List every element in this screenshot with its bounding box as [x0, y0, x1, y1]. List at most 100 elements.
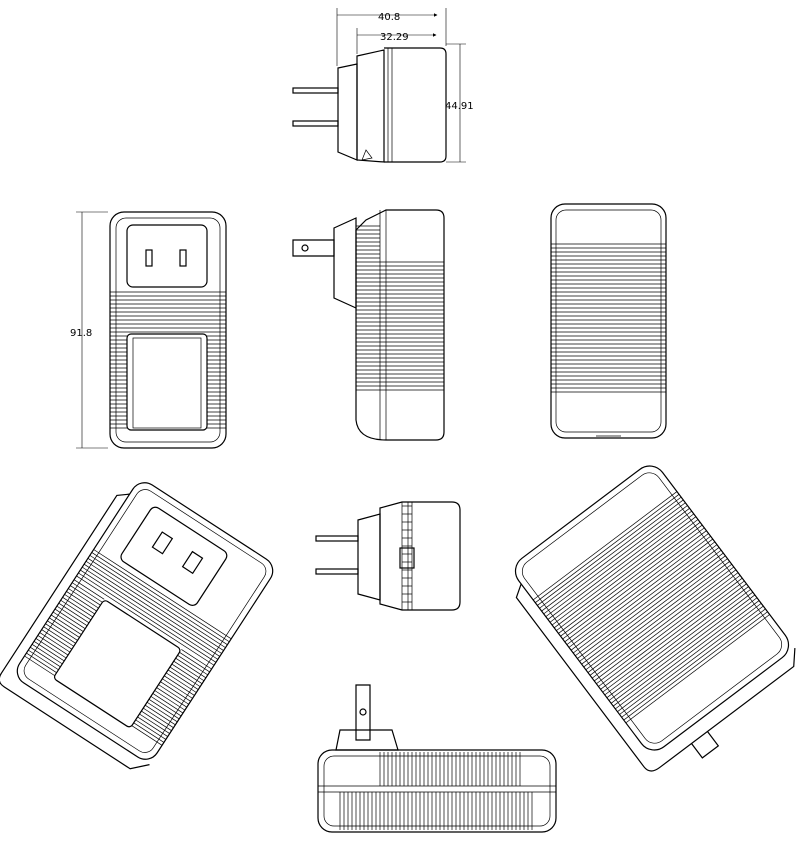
rib-line: [148, 699, 180, 720]
rib-line: [37, 635, 69, 656]
rib-line: [623, 611, 768, 721]
rib-line: [70, 585, 101, 606]
rib-line: [606, 589, 751, 698]
rib-line: [58, 602, 90, 624]
rib-line: [564, 533, 709, 643]
rib-line: [537, 496, 682, 606]
rib-line: [54, 608, 86, 629]
rib-line: [173, 660, 205, 682]
rib-line: [543, 505, 688, 615]
rib-line: [541, 502, 686, 612]
rib-line: [165, 672, 197, 693]
rib-line: [532, 491, 678, 601]
rib-line: [156, 687, 188, 708]
rib-line: [577, 549, 722, 659]
rib-line: [608, 591, 753, 701]
rib-line: [598, 577, 743, 687]
rib-line: [556, 522, 701, 631]
dimension-body-depth: 32.29: [380, 32, 409, 43]
rib-line: [572, 544, 718, 654]
rib-line: [45, 623, 76, 644]
rib-line: [150, 696, 182, 717]
front-view: 91.8: [70, 211, 227, 449]
rib-line: [87, 558, 226, 648]
rib-line: [591, 569, 737, 679]
rib-line: [68, 588, 99, 609]
rib-line: [91, 552, 230, 643]
rib-line: [549, 513, 694, 623]
rib-line: [131, 725, 163, 746]
rib-line: [133, 722, 165, 743]
rib-line: [62, 597, 93, 618]
rib-line: [545, 508, 690, 617]
rib-line: [83, 563, 222, 654]
rib-line: [181, 649, 212, 670]
rib-line: [164, 675, 195, 696]
rib-line: [610, 594, 756, 704]
rib-line: [43, 626, 74, 647]
rib-line: [554, 519, 699, 629]
top-side-view: 40.8 32.29 44.91: [292, 8, 474, 163]
rib-line: [625, 614, 770, 724]
rib-line: [30, 646, 61, 668]
rib-line: [562, 530, 707, 640]
dimension-front-height: 91.8: [70, 328, 92, 339]
rib-line: [49, 617, 80, 638]
rib-line: [78, 572, 217, 663]
rib-line: [179, 652, 210, 673]
rib-line: [85, 560, 224, 651]
rib-line: [596, 575, 741, 685]
rib-line: [158, 684, 189, 705]
rib-line: [152, 693, 184, 714]
rib-line: [73, 579, 105, 600]
rib-line: [154, 690, 186, 711]
rib-line: [171, 663, 203, 684]
rib-line: [33, 641, 65, 662]
rib-line: [143, 707, 174, 729]
rib-line: [41, 629, 73, 650]
rib-line: [551, 516, 697, 626]
rib-line: [587, 563, 732, 673]
middle-side-view: [292, 209, 445, 441]
rib-line: [31, 643, 63, 665]
rib-line: [139, 713, 170, 734]
dimension-overall-depth: 40.8: [378, 12, 400, 23]
rib-line: [535, 494, 680, 603]
rib-line: [581, 555, 726, 665]
rib-line: [560, 527, 705, 637]
rib-line: [141, 710, 172, 731]
rib-line: [604, 586, 749, 696]
rib-line: [547, 510, 692, 620]
rib-line: [60, 599, 92, 621]
rib-line: [82, 566, 220, 657]
rib-line: [615, 600, 760, 710]
rib-line: [579, 552, 724, 662]
rib-line: [613, 597, 758, 707]
left-isometric-view: [0, 482, 274, 770]
rib-line: [28, 649, 59, 671]
rib-line: [39, 632, 71, 653]
rib-line: [80, 569, 219, 660]
rib-line: [66, 591, 97, 612]
rib-line: [602, 583, 747, 693]
rib-line: [26, 652, 57, 673]
rib-line: [47, 620, 78, 641]
rib-line: [35, 638, 67, 659]
rib-line: [594, 572, 739, 682]
rib-line: [160, 681, 191, 702]
rib-line: [621, 608, 766, 718]
right-isometric-view: [514, 465, 796, 772]
rib-line: [570, 541, 716, 651]
rib-line: [167, 669, 199, 690]
rib-line: [135, 719, 167, 740]
rib-line: [146, 701, 178, 723]
rib-line: [52, 611, 84, 632]
rib-line: [169, 666, 201, 687]
bottom-view: [317, 684, 557, 833]
rib-line: [558, 524, 703, 634]
rib-line: [56, 605, 88, 627]
rib-line: [585, 561, 730, 671]
rib-line: [566, 535, 711, 645]
